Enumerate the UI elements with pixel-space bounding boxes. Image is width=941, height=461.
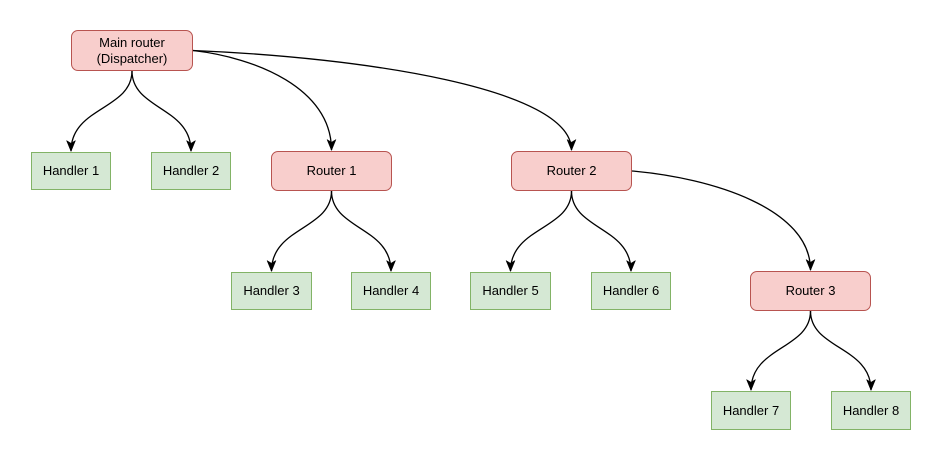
node-handler-4: Handler 4 xyxy=(351,272,431,310)
node-label: Handler 3 xyxy=(243,283,300,299)
edge-main-router-to-router-1 xyxy=(192,49,332,151)
edge-router-1-to-handler-3 xyxy=(272,190,333,271)
edge-router-2-to-handler-5 xyxy=(511,190,573,271)
edge-router-2-to-handler-6 xyxy=(570,190,632,271)
node-label: Router 1 xyxy=(306,163,357,179)
node-label: Handler 5 xyxy=(482,283,539,299)
node-handler-7: Handler 7 xyxy=(711,391,791,430)
node-handler-3: Handler 3 xyxy=(231,272,312,310)
edge-main-router-to-handler-1 xyxy=(71,70,133,151)
edge-main-router-to-handler-2 xyxy=(131,70,191,151)
edge-router-3-to-handler-7 xyxy=(751,310,812,390)
node-label: Handler 6 xyxy=(602,283,660,299)
node-label: Router 2 xyxy=(546,163,597,179)
node-router-1: Router 1 xyxy=(271,151,392,191)
node-label: Handler 1 xyxy=(42,163,100,179)
node-label: Router 3 xyxy=(785,283,836,299)
node-handler-2: Handler 2 xyxy=(151,152,231,190)
edge-router-3-to-handler-8 xyxy=(809,310,872,390)
node-handler-1: Handler 1 xyxy=(31,152,111,190)
edge-router-2-to-router-3 xyxy=(631,170,811,270)
node-router-2: Router 2 xyxy=(511,151,632,191)
node-label: Handler 4 xyxy=(362,283,420,299)
node-label: Main router (Dispatcher) xyxy=(96,34,168,66)
node-label: Handler 7 xyxy=(722,402,780,418)
node-handler-5: Handler 5 xyxy=(470,272,551,310)
node-handler-6: Handler 6 xyxy=(591,272,671,310)
node-handler-8: Handler 8 xyxy=(831,391,911,430)
edge-router-1-to-handler-4 xyxy=(330,190,392,271)
edge-main-router-to-router-2 xyxy=(192,49,572,151)
node-label: Handler 2 xyxy=(162,163,220,179)
node-label: Handler 8 xyxy=(842,402,900,418)
node-main-router: Main router (Dispatcher) xyxy=(71,30,193,71)
node-router-3: Router 3 xyxy=(750,271,871,311)
